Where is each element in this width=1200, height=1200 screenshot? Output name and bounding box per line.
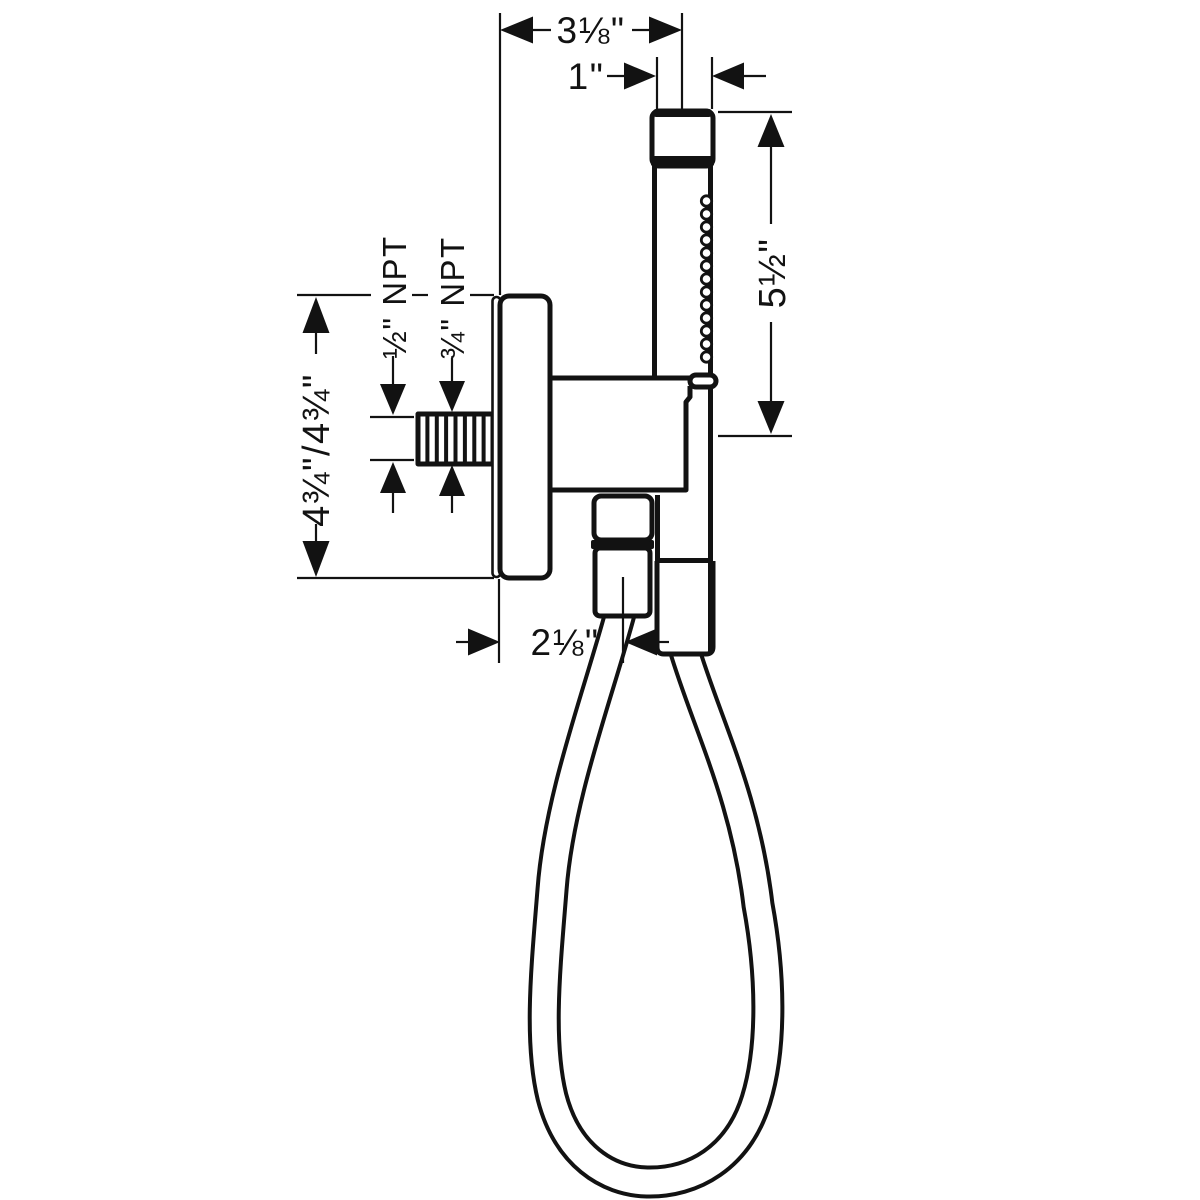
spray-nozzle-dot — [699, 285, 714, 299]
handle-lower — [654, 561, 716, 657]
wand-cap-band — [651, 156, 714, 166]
dim-handshower-length-label: 5½" — [752, 238, 794, 309]
arrowhead-down — [757, 401, 785, 434]
spray-nozzle-dot — [699, 324, 714, 338]
arrowhead-up — [380, 462, 406, 493]
arrowhead-down — [439, 381, 465, 412]
handshower-wand — [649, 108, 716, 652]
arrowhead-left — [500, 16, 533, 44]
spray-nozzle-dot — [699, 194, 714, 208]
arrowhead-right — [624, 62, 656, 90]
spray-nozzles — [699, 194, 714, 364]
shower-hose — [527, 601, 785, 1199]
hose-outline — [527, 601, 785, 1199]
supply-thread-label: ½" NPT — [376, 235, 413, 358]
product-drawing — [415, 108, 785, 1199]
dim-hose-offset-label: 2⅛" — [530, 622, 599, 663]
arrowhead-right — [468, 628, 500, 656]
extension-lines — [297, 13, 792, 663]
dim-overall-width: 3⅛" — [500, 10, 682, 51]
callout-supply-thread: ½" NPT — [376, 235, 413, 513]
outlet-thread-label: ¾" NPT — [434, 236, 471, 359]
thread-nipple — [415, 411, 496, 467]
dim-escutcheon-extension: 4¾"/4¾" — [296, 297, 338, 577]
callout-outlet-thread: ¾" NPT — [434, 236, 471, 513]
spray-nozzle-dot — [699, 311, 714, 325]
spray-nozzle-dot — [699, 350, 714, 364]
spray-nozzle-dot — [699, 298, 714, 312]
dim-hose-offset: 2⅛" — [456, 622, 669, 663]
escutcheon-plate — [497, 293, 553, 581]
dim-escutcheon-extension-label: 4¾"/4¾" — [296, 373, 338, 527]
outlet-connector-upper — [591, 493, 655, 543]
arrowhead-up — [302, 297, 330, 333]
dim-handshower-length: 5½" — [752, 114, 794, 434]
dim-overall-width-label: 3⅛" — [556, 10, 625, 51]
dim-handshower-diameter: 1" — [568, 56, 766, 97]
spray-nozzle-dot — [699, 220, 714, 234]
holder-pin — [687, 372, 719, 390]
arrowhead-up — [439, 465, 465, 496]
arrowhead-down — [380, 384, 406, 415]
spray-nozzle-dot — [699, 246, 714, 260]
spray-nozzle-dot — [699, 233, 714, 247]
arrowhead-up — [757, 114, 785, 147]
arrowhead-right — [649, 16, 682, 44]
arrowhead-left — [625, 628, 657, 656]
hose-fill — [531, 602, 781, 1195]
arrowhead-left — [712, 62, 744, 90]
spray-nozzle-dot — [699, 259, 714, 273]
arrowhead-down — [302, 541, 330, 577]
spray-nozzle-dot — [699, 207, 714, 221]
wand-cap-top-band — [653, 109, 712, 117]
dim-handshower-diameter-label: 1" — [568, 56, 605, 97]
spray-nozzle-dot — [699, 337, 714, 351]
holder-body — [545, 375, 713, 493]
spray-nozzle-dot — [699, 272, 714, 286]
